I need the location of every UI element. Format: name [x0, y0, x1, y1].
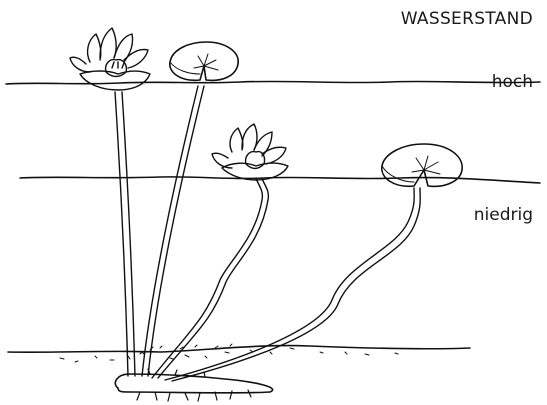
stems	[115, 86, 420, 381]
level-label-high: hoch	[492, 72, 533, 92]
level-label-low: niedrig	[474, 205, 533, 225]
rhizome	[115, 374, 272, 393]
water-lily-flower-upper	[70, 28, 150, 90]
pond-bottom-line	[8, 346, 470, 353]
lily-pad-lower	[382, 144, 462, 186]
low-water-line	[20, 177, 540, 183]
diagram-title: WASSERSTAND	[401, 9, 533, 29]
lily-pad-upper	[170, 42, 238, 80]
high-water-line	[6, 81, 540, 84]
water-lily-flower-lower	[212, 124, 288, 180]
